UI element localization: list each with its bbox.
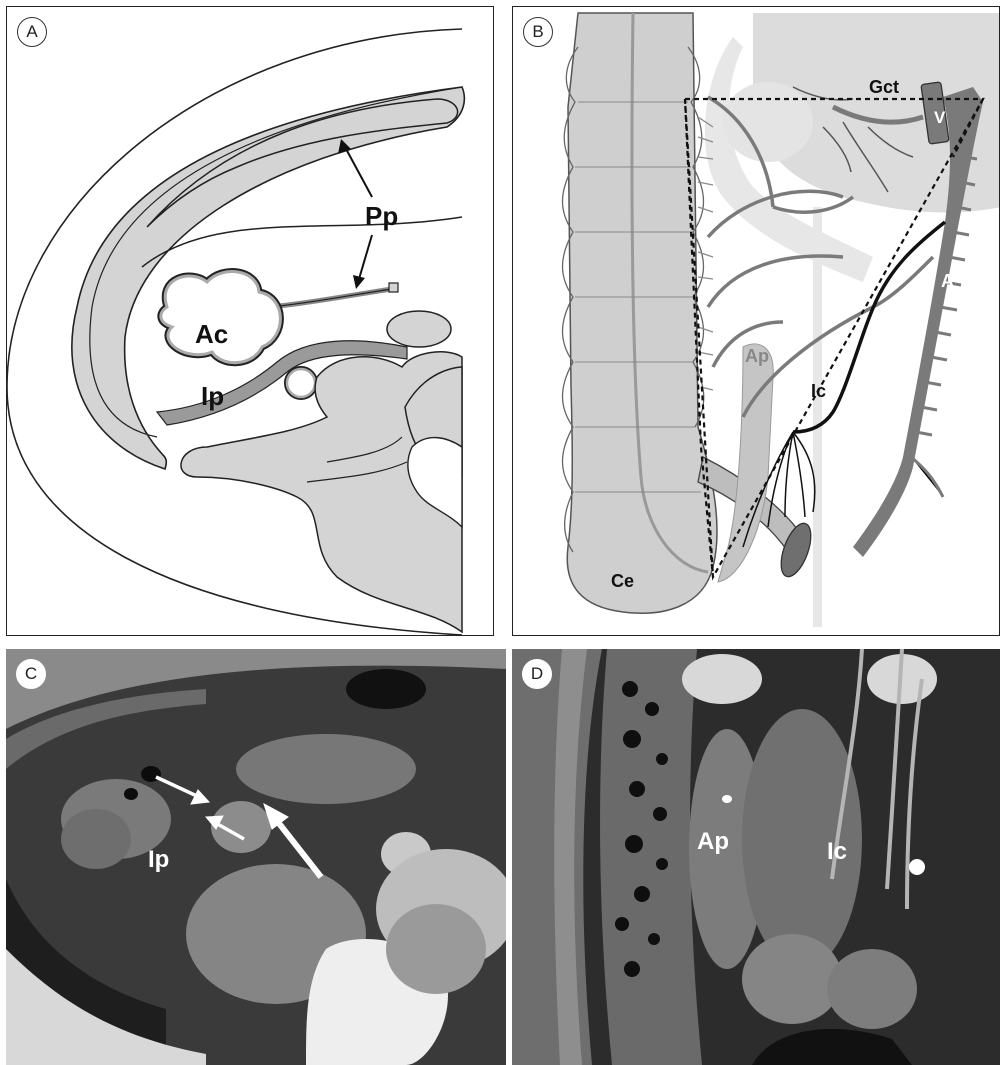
panel-a-axial-schematic: A Pp Ac Ip (6, 6, 494, 636)
label-ap: Ap (745, 346, 769, 366)
panel-a-drawing: Pp Ac Ip (7, 7, 494, 636)
label-ic: Ic (827, 838, 847, 865)
pp-arrow-upper (345, 147, 372, 197)
panel-d-badge: D (522, 659, 552, 689)
label-v: V (934, 108, 946, 127)
pp-arrow-lower (359, 235, 372, 279)
ureter-shadow (813, 207, 822, 627)
label-ip: Ip (148, 846, 169, 873)
label-ic: Ic (811, 381, 826, 401)
panel-b-drawing: Gct V A Ap Ic Ce (513, 7, 1000, 636)
panel-b-coronal-schematic: B (512, 6, 1000, 636)
upper-right-loop (387, 311, 451, 347)
panel-d-ct-coronal: D Ap Ic (512, 649, 1000, 1065)
panel-c-badge: C (16, 659, 46, 689)
label-ap: Ap (697, 828, 729, 855)
label-pp: Pp (365, 201, 398, 231)
label-a: A (941, 271, 954, 291)
label-ip: Ip (201, 381, 224, 411)
panel-c-image: Ip (6, 649, 506, 1065)
label-ce: Ce (611, 571, 634, 591)
panel-a-badge: A (17, 17, 47, 47)
pp-strand-tip (389, 283, 398, 292)
label-gct: Gct (869, 77, 899, 97)
label-ac: Ac (195, 319, 228, 349)
panel-b-badge: B (523, 17, 553, 47)
panel-c-ct-axial: C Ip (6, 649, 506, 1065)
appendix (718, 344, 773, 582)
panel-d-image: Ap Ic (512, 649, 1000, 1065)
